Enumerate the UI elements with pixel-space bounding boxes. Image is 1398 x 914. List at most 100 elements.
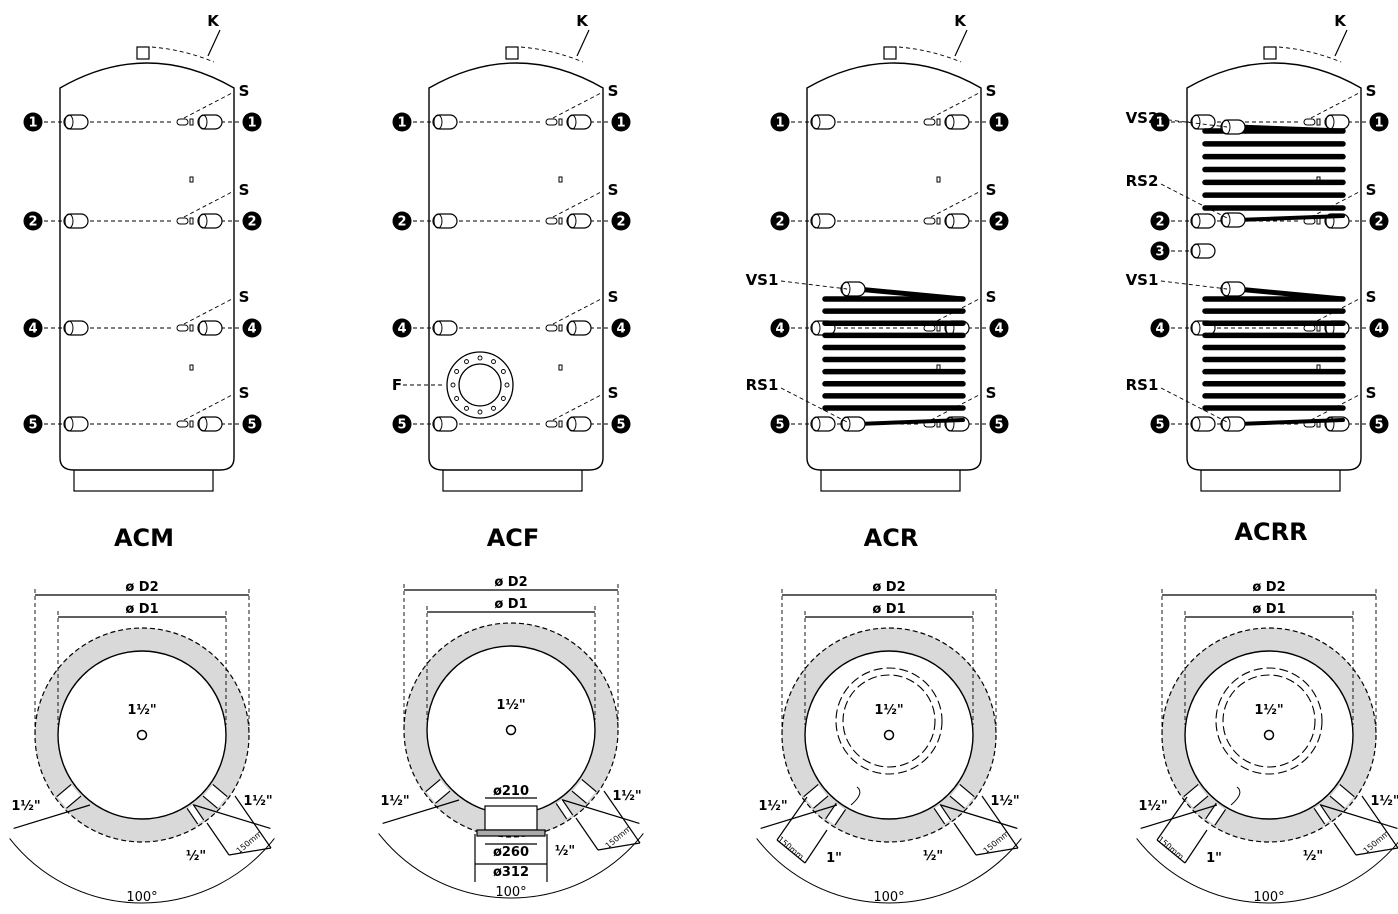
- nozzle-body: [1220, 416, 1246, 432]
- coil-outlet: [855, 418, 965, 426]
- nozzle-opening: [567, 416, 577, 432]
- sensor-label: S: [986, 384, 997, 402]
- port-number-disc: [770, 414, 790, 434]
- nozzle-body: [944, 213, 970, 229]
- port-number-marker: 5: [23, 414, 43, 434]
- sensor-connection-label: ½": [186, 849, 206, 864]
- sensor-socket: [545, 217, 563, 225]
- port-number-disc: [1369, 318, 1389, 338]
- nozzle-opening: [1221, 281, 1231, 297]
- nozzle-body: [566, 320, 592, 336]
- port-number-text: 4: [397, 322, 406, 337]
- sensor-tip: [189, 420, 194, 428]
- nozzle-body: [840, 416, 866, 432]
- sensor-connection-label: ½": [555, 844, 575, 859]
- nozzle-opening: [1221, 119, 1231, 135]
- sensor-tip: [189, 324, 194, 332]
- coil-inlet-nozzle: [840, 281, 866, 297]
- coil-outlet-leader: [1160, 183, 1228, 219]
- top-fitting-label: 1½": [874, 703, 903, 718]
- insulation-outline: [34, 627, 250, 843]
- coil-connection-stub: [1205, 802, 1227, 826]
- sensor-socket: [176, 324, 194, 332]
- distance-leader: [1333, 822, 1357, 856]
- nozzle-body: [197, 320, 223, 336]
- nozzle-body: [944, 114, 970, 130]
- top-nozzle-label: K: [576, 12, 589, 30]
- port-number-text: 4: [28, 322, 37, 337]
- sensor-sleeve: [545, 118, 558, 126]
- sensor-tip: [558, 420, 563, 428]
- port-number-marker: 1: [242, 112, 262, 132]
- sensor-label: S: [239, 82, 250, 100]
- nozzle-body: [810, 213, 836, 229]
- flange-bolt-hole: [500, 369, 506, 374]
- top-nozzle-leader: [520, 46, 584, 63]
- port-number-marker: 5: [242, 414, 262, 434]
- sensor-connection: [1313, 803, 1332, 825]
- port-number-disc: [23, 112, 43, 132]
- port-number-marker: 2: [989, 211, 1009, 231]
- nozzle-body: [1190, 114, 1216, 130]
- nozzle-body: [63, 416, 89, 432]
- port-number-marker: 5: [770, 414, 790, 434]
- nozzle-opening: [945, 213, 955, 229]
- port-number-marker: 1: [611, 112, 631, 132]
- sensor-leader: [552, 92, 602, 119]
- thermometer-pocket: [936, 176, 941, 183]
- nozzle-body: [1220, 212, 1246, 228]
- coil-connection-stub: [825, 802, 847, 826]
- sensor-tip: [189, 217, 194, 225]
- port-number-marker: 2: [770, 211, 790, 231]
- distance-leader: [804, 829, 828, 864]
- nozzle-body: [566, 416, 592, 432]
- stub-fill: [1184, 784, 1208, 808]
- dimension-d1-label: ø D1: [872, 602, 905, 617]
- port-number-marker: 4: [770, 318, 790, 338]
- port-number-text: 2: [775, 215, 784, 230]
- thermometer-pocket: [558, 364, 563, 371]
- nozzle-body: [432, 213, 458, 229]
- port-number-disc: [1150, 112, 1170, 132]
- pipe-nozzle-right: [197, 320, 223, 336]
- tank-model-title: ACR: [864, 524, 919, 552]
- coil-inlet-nozzle: [1220, 119, 1246, 135]
- stub-fill: [804, 784, 828, 808]
- pipe-nozzle-left: [432, 416, 458, 432]
- pipe-nozzle-right: [566, 320, 592, 336]
- port-number-marker: 4: [23, 318, 43, 338]
- distance-leader: [1184, 829, 1208, 864]
- port-number-text: 4: [247, 322, 256, 337]
- sensor-socket: [923, 118, 941, 126]
- nozzle-opening: [198, 416, 208, 432]
- stub-fill: [1314, 804, 1331, 824]
- top-nozzle-label: K: [207, 12, 220, 30]
- sensor-label: S: [239, 384, 250, 402]
- sensor-sleeve: [176, 324, 189, 332]
- right-connection-label: 1½": [1370, 794, 1398, 809]
- port-number-marker: 4: [1369, 318, 1389, 338]
- angle-arc: [1136, 838, 1398, 904]
- pipe-nozzle-right: [566, 114, 592, 130]
- top-fitting-circle: [136, 729, 148, 741]
- port-number-text: 3: [1155, 245, 1164, 260]
- nozzle-opening: [433, 213, 443, 229]
- coil-connection: [850, 786, 861, 806]
- pipe-nozzle-left: [1190, 243, 1216, 259]
- main-connection-right: [949, 783, 975, 809]
- sensor-socket: [545, 420, 563, 428]
- distance-leader: [981, 795, 1019, 849]
- port-number-disc: [989, 211, 1009, 231]
- main-connection-left: [56, 783, 82, 809]
- port-number-text: 1: [397, 116, 406, 131]
- angle-label: 100°: [1253, 890, 1284, 905]
- angle-leader: [1140, 804, 1218, 830]
- main-connection-right: [1329, 783, 1355, 809]
- sensor-label: S: [986, 82, 997, 100]
- coil-outline-outer: [1215, 667, 1323, 775]
- stub-fill: [572, 779, 596, 803]
- dimension-d2-label: ø D2: [494, 575, 527, 590]
- port-number-disc: [611, 211, 631, 231]
- nozzle-body: [432, 416, 458, 432]
